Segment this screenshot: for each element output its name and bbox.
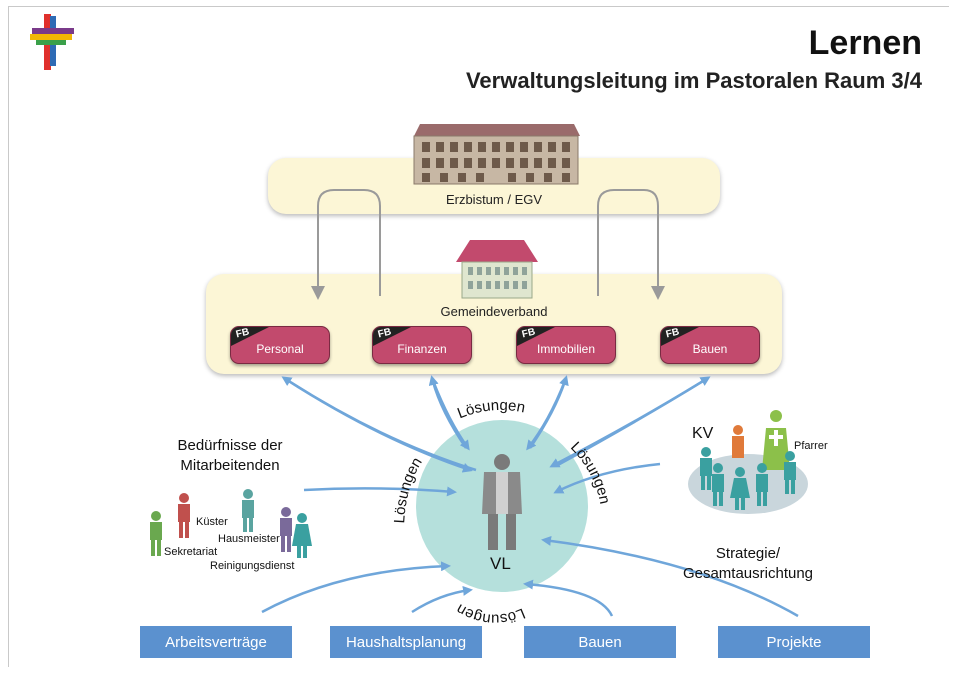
- page-subtitle: Verwaltungsleitung im Pastoralen Raum 3/…: [465, 68, 922, 93]
- parish-building-icon: [456, 240, 538, 299]
- pfarrer-label: Pfarrer: [794, 440, 828, 452]
- projekte-box[interactable]: Projekte: [718, 626, 870, 658]
- svg-text:Lösungen: Lösungen: [455, 397, 526, 422]
- role-reinigungsdienst: Reinigungsdienst: [210, 560, 295, 572]
- arrow-from-strategy: [553, 462, 661, 494]
- employee-figures-icon: [150, 489, 312, 558]
- solution-label-right: Lösungen: [567, 439, 613, 506]
- arrow-from-haushaltsplanung: [411, 585, 473, 614]
- erzbistum-label: Erzbistum / EGV: [445, 192, 543, 207]
- department-immobilien[interactable]: FB Immobilien: [516, 326, 616, 364]
- arrow-from-arbeitsvertraege: [261, 561, 451, 614]
- department-bauen[interactable]: FB Bauen: [660, 326, 760, 364]
- arbeitsvertraege-box[interactable]: Arbeitsverträge: [140, 626, 292, 658]
- arrow-from-finanzen: [430, 377, 470, 451]
- needs-heading-line2: Mitarbeitenden: [180, 457, 280, 474]
- vl-label: VL: [490, 554, 511, 573]
- page-title: Lernen: [808, 24, 922, 62]
- arrow-from-employees: [303, 486, 457, 497]
- arrow-from-projekte: [541, 535, 799, 618]
- department-label: Immobilien: [536, 342, 596, 356]
- department-label: Bauen: [692, 342, 728, 356]
- kv-label: KV: [692, 425, 714, 442]
- erzbistum-panel: Erzbistum / EGV: [268, 158, 720, 214]
- diocese-building-icon: [413, 124, 580, 185]
- arrow-from-immobilien: [526, 377, 568, 451]
- kv-group-icon: [688, 410, 808, 514]
- role-sekretariat: Sekretariat: [164, 546, 218, 558]
- arrow-from-personal: [283, 376, 473, 473]
- strategy-caption-line2: Gesamtausrichtung: [682, 565, 814, 582]
- bauen-box[interactable]: Bauen: [524, 626, 676, 658]
- arrow-to-personal: [281, 376, 477, 472]
- solution-label-bottom: Lösungen: [453, 600, 527, 627]
- department-label: Personal: [256, 342, 304, 356]
- role-kuester: Küster: [196, 516, 228, 528]
- department-label: Finanzen: [397, 342, 447, 356]
- gemeindeverband-label: Gemeindeverband: [440, 304, 548, 319]
- strategy-caption: Strategie/ Gesamtausrichtung: [660, 544, 836, 584]
- haushaltsplanung-box[interactable]: Haushaltsplanung: [330, 626, 482, 658]
- needs-heading: Bedürfnisse der Mitarbeitenden: [160, 436, 300, 476]
- slide-frame: [8, 6, 949, 667]
- svg-text:Lösungen: Lösungen: [567, 439, 613, 506]
- department-finanzen[interactable]: FB Finanzen: [372, 326, 472, 364]
- arrow-from-bauen-bottom: [523, 579, 614, 617]
- vl-person-icon: [482, 454, 522, 550]
- gray-arrow-left: [311, 189, 381, 300]
- gray-arrow-right: [597, 189, 665, 300]
- department-personal[interactable]: FB Personal: [230, 326, 330, 364]
- role-hausmeister: Hausmeister: [218, 533, 280, 545]
- solution-label-top: Lösungen: [455, 397, 526, 422]
- arrow-from-bauen: [549, 376, 709, 468]
- strategy-caption-line1: Strategie/: [715, 545, 781, 562]
- svg-text:Lösungen: Lösungen: [453, 600, 527, 627]
- needs-heading-line1: Bedürfnisse der: [177, 437, 283, 454]
